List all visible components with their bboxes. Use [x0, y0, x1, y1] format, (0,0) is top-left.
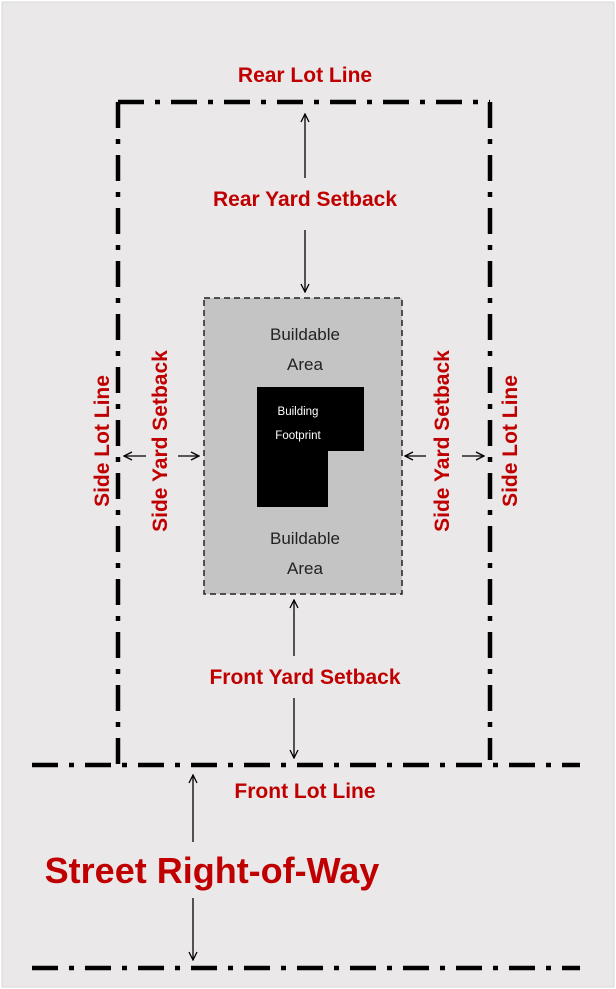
footprint-line1: Building: [278, 406, 319, 418]
buildable-area-bottom-line2: Area: [287, 559, 323, 578]
building-footprint: [257, 387, 364, 507]
street-right-of-way-label: Street Right-of-Way: [45, 850, 380, 891]
buildable-area-top-line2: Area: [287, 355, 323, 374]
buildable-area-bottom-line1: Buildable: [270, 529, 340, 548]
lot-lines: [32, 99, 580, 971]
side-lot-line-left-label: Side Lot Line: [91, 375, 114, 507]
buildable-area-top-line1: Buildable: [270, 325, 340, 344]
side-yard-setback-left-label: Side Yard Setback: [149, 350, 172, 532]
front-yard-setback-label: Front Yard Setback: [209, 666, 400, 689]
rear-yard-setback-label: Rear Yard Setback: [213, 188, 397, 211]
arrows: [124, 114, 484, 960]
side-yard-setback-right-label: Side Yard Setback: [431, 350, 454, 532]
footprint-line2: Footprint: [275, 430, 321, 442]
rear-lot-line-label: Rear Lot Line: [238, 64, 372, 87]
side-lot-line-right-label: Side Lot Line: [499, 375, 522, 507]
front-lot-line-label: Front Lot Line: [234, 780, 375, 803]
